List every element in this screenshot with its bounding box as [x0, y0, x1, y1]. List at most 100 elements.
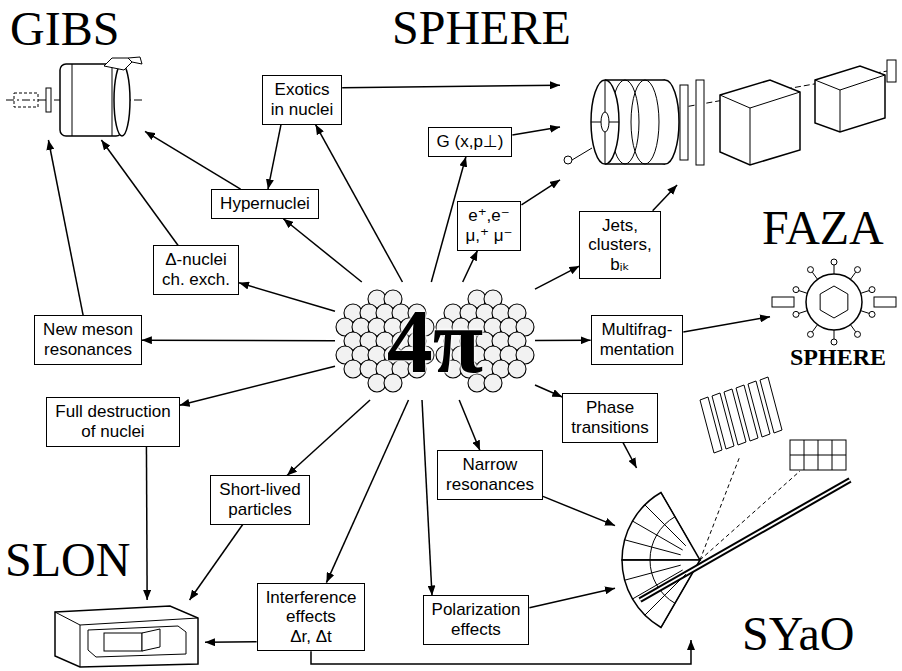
arrow-connector — [101, 140, 178, 245]
text-line: Multifrag- — [600, 320, 675, 340]
faza-detector-part — [834, 265, 835, 274]
arrow-connector — [268, 125, 281, 190]
text-line: ch. exch. — [162, 270, 230, 290]
faza-detector-part — [793, 287, 799, 293]
nucleus-emblem: 4π — [335, 282, 535, 400]
detector-figure: SLON — [40, 600, 205, 666]
text-line: e⁺,e⁻ — [466, 206, 513, 226]
nucleon — [344, 360, 362, 378]
process-box: Exotics in nuclei — [262, 75, 342, 124]
arrow-connector — [535, 385, 562, 397]
arrow-connector — [512, 127, 560, 135]
text-line: Polarization — [432, 600, 521, 620]
gibs-detector-part — [60, 64, 122, 136]
detector-name: SYaO — [742, 610, 855, 658]
gibs-detector-part — [128, 57, 142, 64]
faza-detector-part — [806, 274, 862, 330]
process-box: Phase transitions — [562, 393, 657, 442]
box-text: Jets, clusters, bᵢₖ — [588, 216, 651, 275]
text-line: Hypernuclei — [220, 194, 310, 214]
box-text: e⁺,e⁻ μ,⁺ μ⁻ — [466, 206, 513, 245]
detector-figure: SPHERE — [560, 58, 898, 185]
faza-detector-part — [861, 311, 870, 314]
text-line: of nuclei — [55, 422, 170, 442]
faza-detector-part — [850, 272, 855, 279]
gibs-detector-part — [14, 93, 38, 107]
arrow-connector — [316, 125, 403, 282]
box-text: Phase transitions — [571, 398, 648, 437]
syao-detector-part — [661, 492, 690, 542]
gibs-detector-part — [104, 58, 132, 70]
faza-detector-part — [812, 272, 817, 279]
faza-detector-part — [869, 311, 875, 317]
nucleon — [484, 374, 502, 392]
detector-name: SLON — [5, 536, 130, 584]
faza-detector-part — [820, 286, 848, 318]
process-box: Jets, clusters, bᵢₖ — [579, 211, 660, 280]
text-line: Jets, — [588, 216, 651, 236]
syao-detector-part — [790, 440, 846, 470]
gibs-detector-part — [114, 64, 130, 136]
sphere-detector — [564, 60, 896, 165]
arrow-connector — [48, 140, 83, 315]
text-line: Δr, Δt — [266, 627, 357, 647]
sphere-detector-part — [572, 148, 592, 160]
process-box: Narrow resonances — [437, 450, 543, 499]
syao-detector-part — [790, 440, 846, 470]
arrow-connector — [463, 251, 478, 282]
slon-detector-part — [55, 612, 198, 667]
sphere-detector-part — [680, 85, 688, 160]
faza-detector-part — [834, 330, 835, 339]
arrow-connector — [653, 185, 677, 211]
nucleon — [508, 360, 526, 378]
process-box: Multifrag- mentation — [591, 315, 684, 364]
text-line: Δ-nuclei — [162, 250, 230, 270]
arrow-connector — [283, 219, 361, 282]
faza-detector-part — [793, 311, 799, 317]
text-line: resonances — [43, 340, 133, 360]
syao-detector-part — [622, 560, 680, 561]
arrow-connector — [683, 317, 770, 332]
faza-detector-part — [831, 259, 837, 265]
sphere-detector-part — [815, 66, 885, 132]
detector-name: GIBS — [10, 5, 119, 53]
text-line: μ,⁺ μ⁻ — [466, 226, 513, 246]
faza-detector-part — [855, 331, 861, 337]
box-text: Hypernuclei — [220, 194, 310, 214]
arrow-connector — [529, 588, 615, 608]
text-line: mentation — [600, 340, 675, 360]
faza-detector — [772, 259, 896, 345]
syao-detector-part — [640, 480, 850, 600]
sphere-detector-part — [601, 112, 609, 132]
detector-name: SPHERE — [392, 4, 571, 52]
sphere-detector-part — [696, 80, 704, 165]
process-box: Polarization effects — [423, 595, 530, 644]
slon-detector-part — [142, 629, 160, 651]
faza-detector-part — [850, 325, 855, 332]
text-line: effects — [266, 607, 357, 627]
syao-detector-part — [632, 570, 682, 599]
text-line: G (x,p⊥) — [437, 132, 504, 152]
arrow-connector — [190, 525, 243, 600]
sphere-detector-part — [720, 80, 800, 165]
arrow-connector — [342, 85, 560, 87]
detector-name: SPHERE — [790, 345, 886, 369]
arrow-connector — [205, 641, 257, 643]
box-text: G (x,p⊥) — [437, 132, 504, 152]
gibs-detector-part — [46, 88, 51, 112]
arrow-connector — [521, 180, 560, 205]
text-line: particles — [219, 500, 300, 520]
box-text: Multifrag- mentation — [600, 320, 675, 359]
process-box: G (x,p⊥) — [428, 127, 513, 157]
arrow-connector — [142, 339, 335, 341]
process-box: Short-lived particles — [210, 475, 309, 524]
arrow-connector — [287, 400, 370, 475]
text-line: Full destruction — [55, 402, 170, 422]
text-line: New meson — [43, 320, 133, 340]
syao-detector-part — [625, 565, 681, 580]
faza-detector-part — [861, 291, 870, 294]
box-text: Short-lived particles — [219, 480, 300, 519]
text-line: clusters, — [588, 235, 651, 255]
box-text: Full destruction of nuclei — [55, 402, 170, 441]
